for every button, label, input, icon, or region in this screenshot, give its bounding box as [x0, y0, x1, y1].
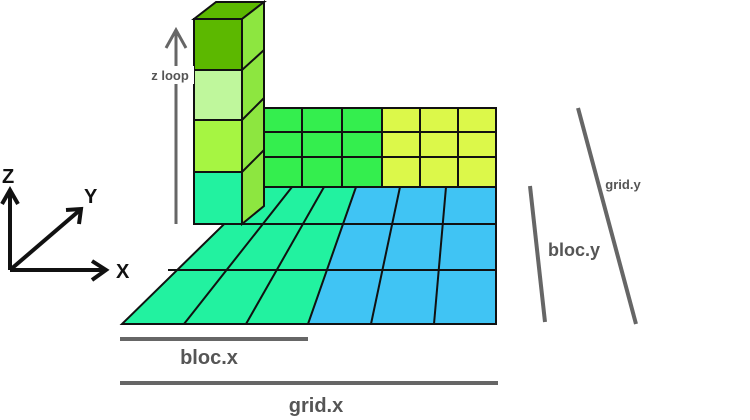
- grid-y-label-bg: [604, 176, 642, 192]
- z-loop-label: z loop: [151, 68, 189, 83]
- dimension-indicators: bloc.x grid.x bloc.y grid.y: [120, 107, 642, 417]
- floor-line: [433, 186, 447, 325]
- column-side-line: [241, 149, 265, 173]
- x-axis-label: X: [116, 261, 130, 283]
- axes-icon: Z Y X: [0, 166, 130, 283]
- z-axis-arrowhead: [0, 185, 20, 205]
- floor: [119, 186, 497, 325]
- x-axis-arrowhead: [90, 259, 110, 282]
- floor-blue-region: [308, 187, 496, 324]
- column-cell-2: [193, 69, 243, 121]
- z-loop-indicator: z loop: [146, 26, 194, 224]
- bloc-y-label: bloc.y: [548, 240, 600, 260]
- floor-line: [307, 186, 357, 325]
- floor-line: [370, 186, 401, 325]
- floor-line: [183, 186, 293, 325]
- z-axis-label: Z: [2, 166, 14, 188]
- y-axis-line: [8, 208, 82, 272]
- grid-x-label: grid.x: [289, 395, 343, 417]
- back-wall-green-cells: [262, 108, 382, 187]
- back-wall-yellow-cells: [382, 108, 496, 187]
- column-cell-bottom: [193, 171, 243, 225]
- y-axis-label: Y: [84, 186, 98, 208]
- bloc-x-label: bloc.x: [180, 347, 238, 369]
- column-side-face: [241, 0, 265, 227]
- z-loop-arrow-head: [164, 26, 188, 49]
- column-cell-3: [193, 119, 243, 173]
- z-loop-label-bg: [146, 66, 194, 84]
- column-cell-top: [193, 18, 243, 71]
- grid-y-label: grid.y: [605, 177, 641, 192]
- z-loop-column: [191, 0, 267, 227]
- back-wall: [261, 107, 497, 188]
- floor-line: [245, 186, 325, 325]
- grid-y-bar: [576, 107, 638, 325]
- column-side-line: [241, 97, 265, 121]
- bloc-y-bar: [528, 185, 547, 323]
- column-side-line: [241, 49, 265, 71]
- y-axis-arrowhead: [65, 206, 84, 225]
